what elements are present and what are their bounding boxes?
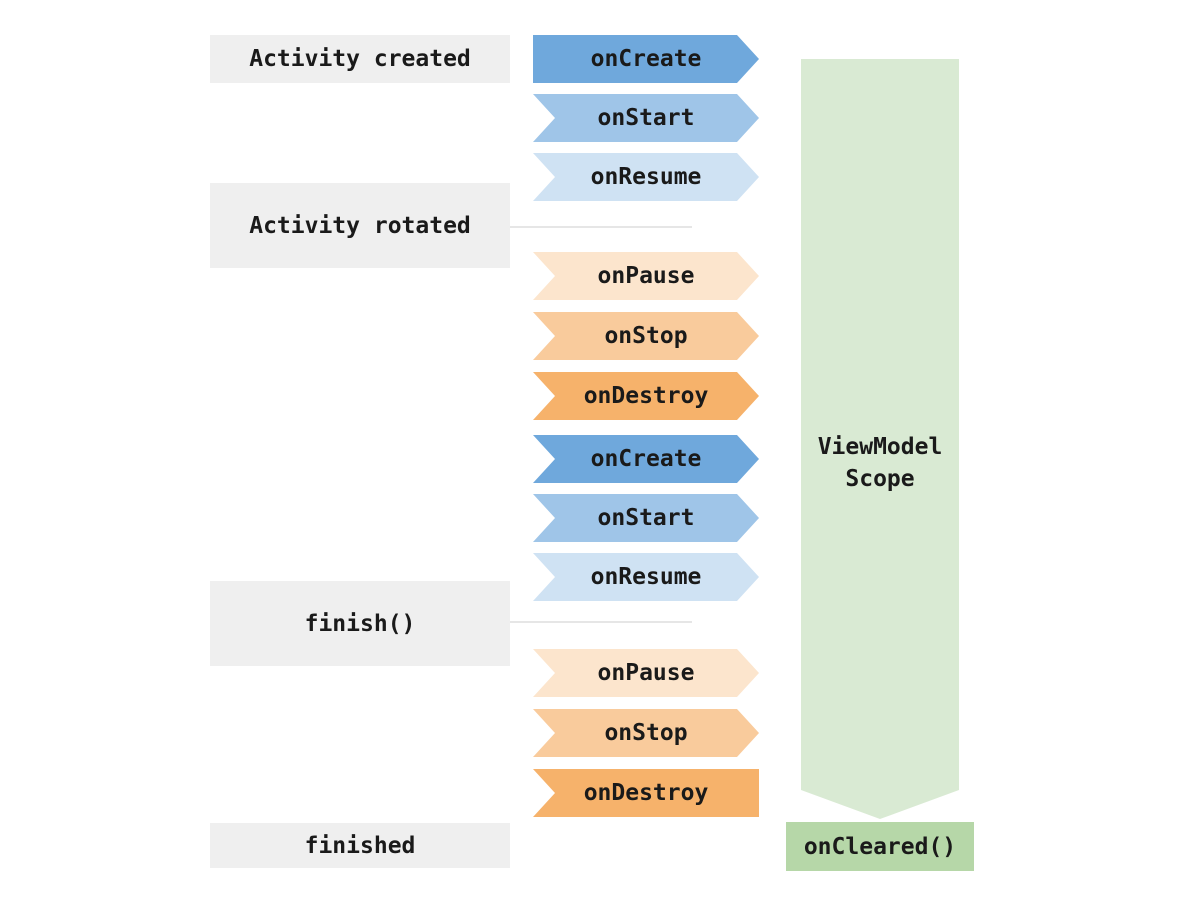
oncleared-box: onCleared(): [786, 822, 974, 871]
viewmodel-scope-arrow: [801, 59, 959, 819]
state-label-activity-rotated: Activity rotated: [249, 212, 471, 239]
lifecycle-arrow-ondestroy-1: onDestroy: [533, 372, 759, 420]
lifecycle-arrow-label: onResume: [590, 164, 702, 190]
lifecycle-arrow-onresume-1: onResume: [533, 153, 759, 201]
lifecycle-arrow-onpause-2: onPause: [533, 649, 759, 697]
lifecycle-arrow-ondestroy-2: onDestroy: [533, 769, 759, 817]
state-label-finished: finished: [304, 832, 416, 859]
viewmodel-scope-label: ViewModel Scope: [817, 434, 943, 492]
lifecycle-arrow-onresume-2: onResume: [533, 553, 759, 601]
lifecycle-arrow-label: onDestroy: [583, 780, 709, 806]
lifecycle-arrow-label: onCreate: [590, 446, 702, 472]
lifecycle-arrow-label: onPause: [597, 660, 695, 686]
lifecycle-arrow-onstart-1: onStart: [533, 94, 759, 142]
lifecycle-arrow-onstart-2: onStart: [533, 494, 759, 542]
lifecycle-arrow-label: onDestroy: [583, 383, 709, 409]
lifecycle-arrow-label: onResume: [590, 564, 702, 590]
lifecycle-arrow-label: onStart: [597, 105, 695, 131]
lifecycle-arrow-oncreate-1: onCreate: [533, 35, 759, 83]
lifecycle-arrow-label: onStart: [597, 505, 695, 531]
state-box-finish: finish(): [210, 581, 510, 666]
state-box-finished: finished: [210, 823, 510, 868]
state-box-activity-rotated: Activity rotated: [210, 183, 510, 268]
lifecycle-arrow-oncreate-2: onCreate: [533, 435, 759, 483]
lifecycle-arrow-label: onCreate: [590, 46, 702, 72]
connector-line-activity-rotated: [510, 226, 692, 228]
state-box-activity-created: Activity created: [210, 35, 510, 83]
connector-line-finish: [510, 621, 692, 623]
lifecycle-arrow-onpause-1: onPause: [533, 252, 759, 300]
state-label-finish: finish(): [304, 610, 416, 637]
lifecycle-arrow-onstop-1: onStop: [533, 312, 759, 360]
state-label-activity-created: Activity created: [249, 46, 471, 72]
lifecycle-arrow-label: onPause: [597, 263, 695, 289]
lifecycle-arrow-label: onStop: [604, 323, 688, 349]
lifecycle-arrow-onstop-2: onStop: [533, 709, 759, 757]
oncleared-label: onCleared(): [803, 833, 957, 860]
lifecycle-arrow-label: onStop: [604, 720, 688, 746]
